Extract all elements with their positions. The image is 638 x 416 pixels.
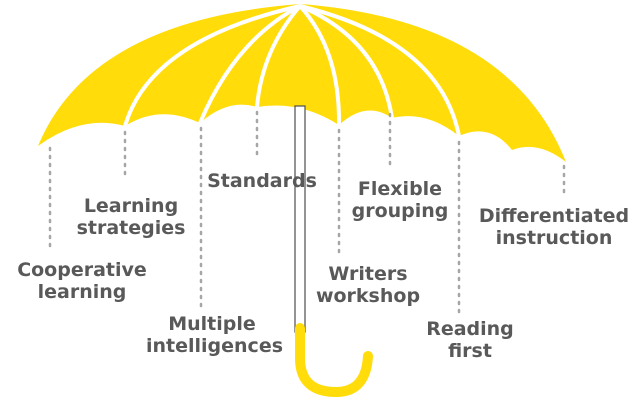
dotted-lines xyxy=(48,110,566,314)
umbrella-ribs xyxy=(123,4,461,138)
label-line: grouping xyxy=(351,200,449,222)
label-line: workshop xyxy=(315,285,421,307)
rib-3 xyxy=(255,4,302,109)
umbrella-handle xyxy=(295,323,373,398)
label-line: strategies xyxy=(76,217,186,239)
umbrella-shaft xyxy=(294,105,306,333)
label-line: first xyxy=(448,340,492,362)
label-line: instruction xyxy=(495,227,613,249)
label-line: Differentiated xyxy=(478,205,630,227)
rib-6 xyxy=(298,4,461,138)
label-line: intelligences xyxy=(146,335,284,357)
label-line: learning xyxy=(37,281,127,303)
label-cooperative-learning: Cooperative learning xyxy=(12,259,152,303)
label-line: Cooperative xyxy=(17,259,147,281)
label-reading-first: Reading first xyxy=(420,318,520,362)
label-standards: Standards xyxy=(202,170,322,192)
label-multiple-intelligences: Multiple intelligences xyxy=(146,313,284,357)
label-learning-strategies: Learning strategies xyxy=(72,195,190,239)
label-line: Multiple xyxy=(168,313,256,335)
umbrella-canopy xyxy=(38,4,566,162)
label-writers-workshop: Writers workshop xyxy=(308,263,428,307)
label-line: Learning xyxy=(83,195,179,217)
rib-5 xyxy=(298,4,394,120)
rib-2 xyxy=(198,4,302,125)
label-flexible-grouping: Flexible grouping xyxy=(344,178,456,222)
label-line: Flexible xyxy=(357,178,443,200)
label-line: Reading xyxy=(426,318,514,340)
rib-4 xyxy=(298,4,342,127)
label-differentiated-instruction: Differentiated instruction xyxy=(472,205,636,249)
label-line: Standards xyxy=(207,170,317,192)
rib-1 xyxy=(123,4,302,128)
label-line: Writers xyxy=(328,263,408,285)
